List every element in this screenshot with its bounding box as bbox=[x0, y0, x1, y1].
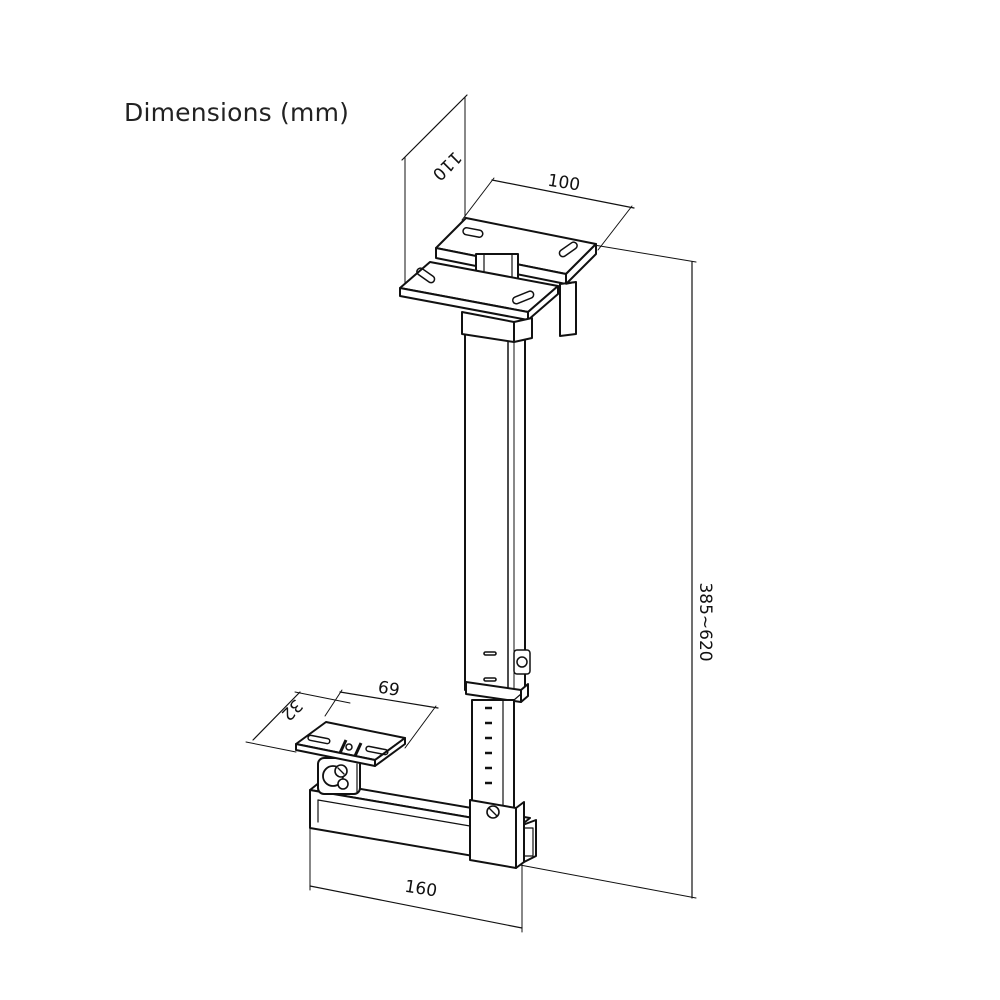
dim-69-ext-right bbox=[404, 705, 437, 749]
pole-slot-lower bbox=[483, 677, 497, 682]
pole-slot-upper bbox=[483, 651, 497, 656]
arm-clamp bbox=[469, 799, 525, 869]
top-slot-left bbox=[462, 227, 484, 238]
top-bracket bbox=[399, 217, 597, 343]
dim-label-32: 32 bbox=[277, 695, 306, 724]
dim-32-ext-right bbox=[294, 691, 351, 704]
pole-collar bbox=[465, 681, 529, 703]
lower-slot-right bbox=[511, 290, 535, 305]
outer-pole bbox=[464, 329, 531, 691]
top-slot-right bbox=[558, 241, 578, 258]
plate-slot-right bbox=[365, 745, 389, 756]
dim-label-69: 69 bbox=[377, 675, 402, 698]
dim-69-line bbox=[339, 691, 439, 709]
lower-slot-left bbox=[416, 267, 436, 284]
lock-knob bbox=[513, 649, 531, 675]
dim-32-line bbox=[252, 691, 301, 741]
inner-pole-holes bbox=[485, 706, 492, 785]
dim-height-ext-top bbox=[593, 244, 697, 263]
dim-label-160: 160 bbox=[403, 877, 438, 902]
dim-160-line bbox=[309, 885, 523, 929]
dim-100-ext-left bbox=[461, 177, 495, 221]
dim-110-line bbox=[401, 94, 468, 161]
dimension-lines bbox=[245, 94, 697, 933]
tilt-joint bbox=[317, 757, 361, 795]
plate-center-hole bbox=[345, 743, 353, 751]
dim-100-ext-right bbox=[597, 205, 633, 251]
dim-100-line bbox=[491, 179, 635, 209]
plate-slot-left bbox=[307, 734, 331, 745]
bottom-plate bbox=[295, 721, 406, 767]
dim-label-110: 110 bbox=[428, 147, 465, 184]
dim-32-ext-left bbox=[245, 741, 297, 753]
dim-label-385-620: 385~620 bbox=[695, 582, 715, 661]
outer-pole-body bbox=[464, 329, 526, 691]
dim-69-ext-left bbox=[324, 689, 343, 717]
dim-height-ext-bottom bbox=[519, 864, 697, 899]
diagram-title: Dimensions (mm) bbox=[124, 98, 350, 127]
